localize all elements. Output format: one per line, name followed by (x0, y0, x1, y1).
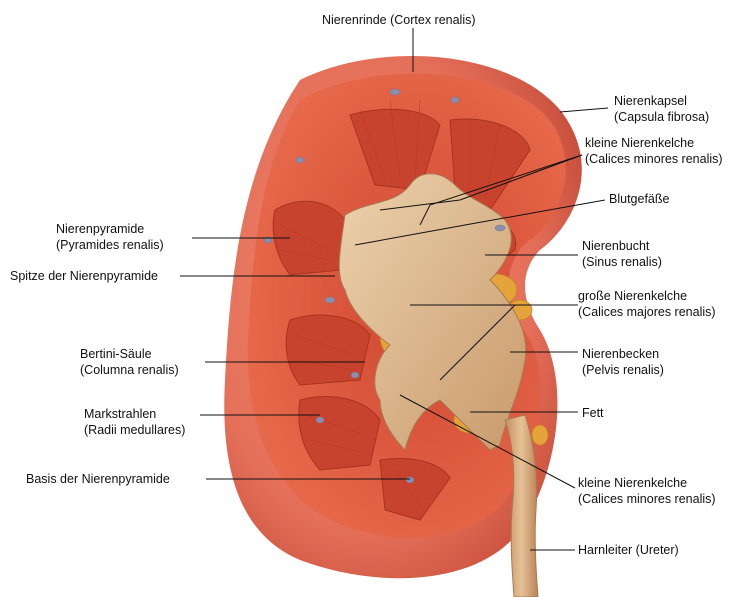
label-capsule-name: Nierenkapsel (614, 93, 709, 109)
label-column-name: Bertini-Säule (80, 346, 179, 362)
label-vessels-text: Blutgefäße (609, 191, 669, 207)
label-pyramids-name: Nierenpyramide (56, 221, 164, 237)
label-ureter-text: Harnleiter (Ureter) (578, 542, 679, 558)
label-pyramids: Nierenpyramide (Pyramides renalis) (56, 221, 164, 253)
label-pelvis-name: Nierenbecken (582, 346, 664, 362)
label-sinus-name: Nierenbucht (582, 238, 662, 254)
label-ureter: Harnleiter (Ureter) (578, 542, 679, 558)
label-calices-majores-latin: (Calices majores renalis) (578, 304, 716, 320)
label-pelvis-latin: (Pelvis renalis) (582, 362, 664, 378)
label-fat-text: Fett (582, 405, 604, 421)
label-capsule-latin: (Capsula fibrosa) (614, 109, 709, 125)
label-pyramids-latin: (Pyramides renalis) (56, 237, 164, 253)
label-column-latin: (Columna renalis) (80, 362, 179, 378)
label-cortex-text: Nierenrinde (Cortex renalis) (322, 12, 476, 28)
label-base-text: Basis der Nierenpyramide (26, 471, 170, 487)
label-apex: Spitze der Nierenpyramide (10, 268, 158, 284)
label-pelvis: Nierenbecken (Pelvis renalis) (582, 346, 664, 378)
label-medullary-rays-name: Markstrahlen (84, 406, 185, 422)
label-calices-majores: große Nierenkelche (Calices majores rena… (578, 288, 716, 320)
label-sinus: Nierenbucht (Sinus renalis) (582, 238, 662, 270)
label-calices-minores-top-latin: (Calices minores renalis) (585, 151, 723, 167)
label-calices-majores-name: große Nierenkelche (578, 288, 716, 304)
label-capsule: Nierenkapsel (Capsula fibrosa) (614, 93, 709, 125)
label-calices-minores-top: kleine Nierenkelche (Calices minores ren… (585, 135, 723, 167)
label-medullary-rays-latin: (Radii medullares) (84, 422, 185, 438)
label-base: Basis der Nierenpyramide (26, 471, 170, 487)
label-calices-minores-bottom-name: kleine Nierenkelche (578, 475, 716, 491)
label-calices-minores-bottom: kleine Nierenkelche (Calices minores ren… (578, 475, 716, 507)
label-column: Bertini-Säule (Columna renalis) (80, 346, 179, 378)
label-cortex: Nierenrinde (Cortex renalis) (322, 12, 476, 28)
label-medullary-rays: Markstrahlen (Radii medullares) (84, 406, 185, 438)
label-apex-text: Spitze der Nierenpyramide (10, 268, 158, 284)
label-fat: Fett (582, 405, 604, 421)
label-sinus-latin: (Sinus renalis) (582, 254, 662, 270)
label-calices-minores-bottom-latin: (Calices minores renalis) (578, 491, 716, 507)
label-vessels: Blutgefäße (609, 191, 669, 207)
label-calices-minores-top-name: kleine Nierenkelche (585, 135, 723, 151)
